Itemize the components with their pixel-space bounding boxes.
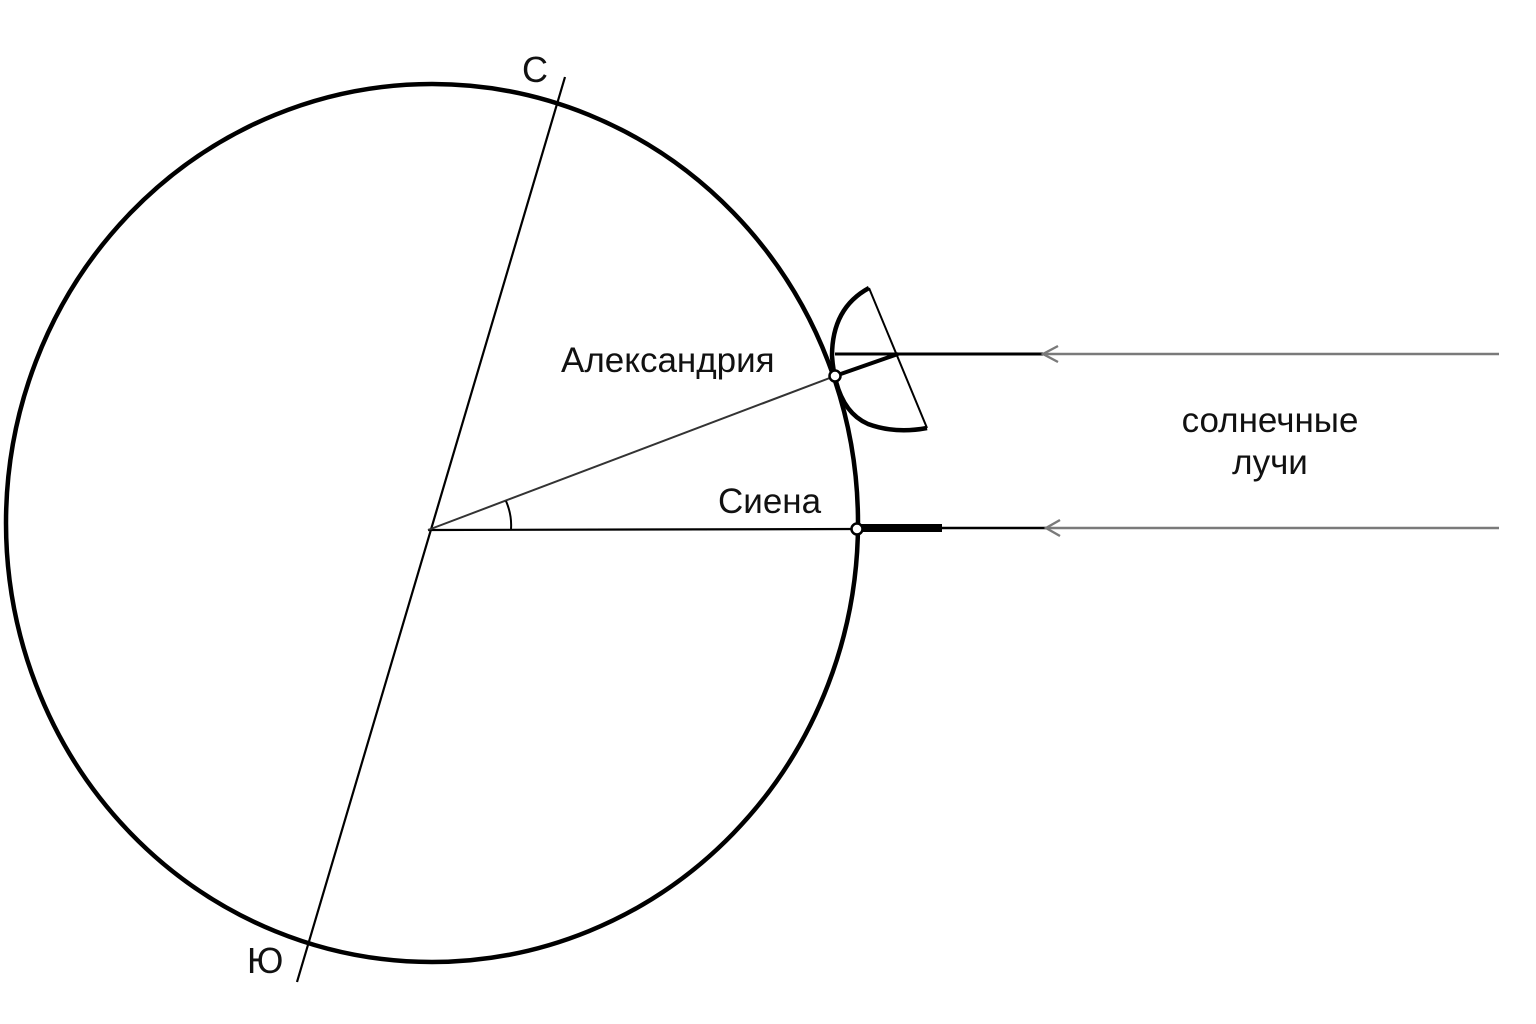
syene-point xyxy=(850,522,864,536)
sun-rays-label-line1: солнечные xyxy=(1182,401,1359,440)
alexandria-label: Александрия xyxy=(561,341,775,380)
syene-label: Сиена xyxy=(718,482,822,521)
arrow-icon xyxy=(1040,344,1059,364)
radius-to-alexandria xyxy=(427,375,836,531)
arrow-icon xyxy=(1043,518,1061,538)
south-label: Ю xyxy=(247,940,283,981)
sun-rays-label-line2: лучи xyxy=(1232,443,1308,482)
alexandria-sundial xyxy=(829,286,928,433)
angle-arc xyxy=(505,500,513,530)
alexandria-point xyxy=(828,369,842,383)
north-label: С xyxy=(522,49,548,90)
radius-to-syene xyxy=(427,527,858,532)
